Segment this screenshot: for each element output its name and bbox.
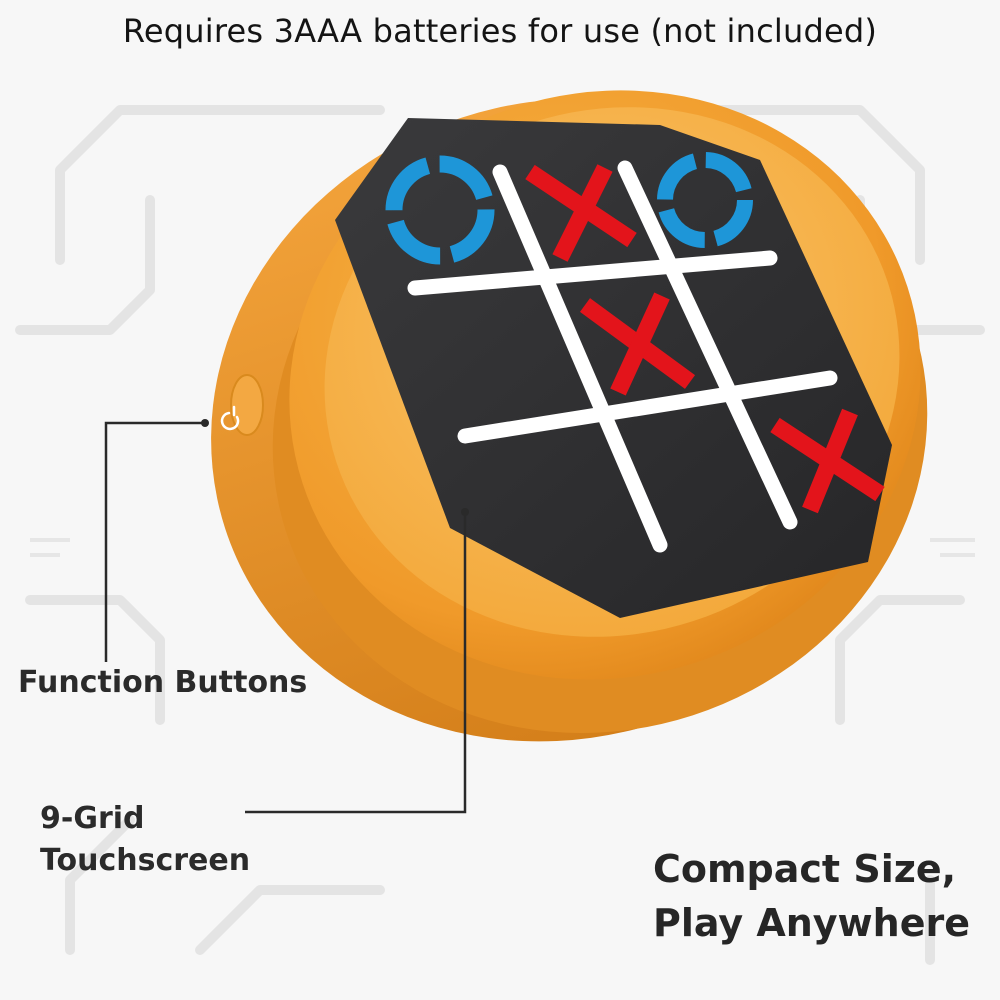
x-mark [579, 292, 696, 396]
function-buttons-label: Function Buttons [18, 665, 308, 700]
board-marks [385, 152, 885, 514]
power-icon [220, 405, 240, 431]
tagline-line1: Compact Size, [652, 847, 957, 891]
o-mark [385, 155, 495, 265]
o-mark [657, 152, 753, 248]
touchscreen-label: 9-Grid Touchscreen [40, 798, 250, 882]
x-mark [525, 164, 637, 262]
function-buttons-leader [104, 421, 205, 662]
touchscreen-leader [245, 512, 467, 814]
tagline: Compact Size, Play Anywhere [653, 842, 970, 950]
battery-notice: Requires 3AAA batteries for use (not inc… [122, 12, 878, 50]
callout-lines [104, 419, 469, 814]
tagline-line2: Play Anywhere [652, 901, 970, 945]
circuit-background [15, 105, 985, 965]
power-button[interactable] [220, 374, 264, 436]
grid-lines [407, 160, 838, 553]
game-device [211, 90, 928, 742]
touchscreen-label-line1: 9-Grid [40, 801, 145, 836]
x-mark [770, 408, 885, 514]
circuit-dashes [30, 538, 975, 557]
touchscreen-label-line2: Touchscreen [40, 843, 251, 878]
